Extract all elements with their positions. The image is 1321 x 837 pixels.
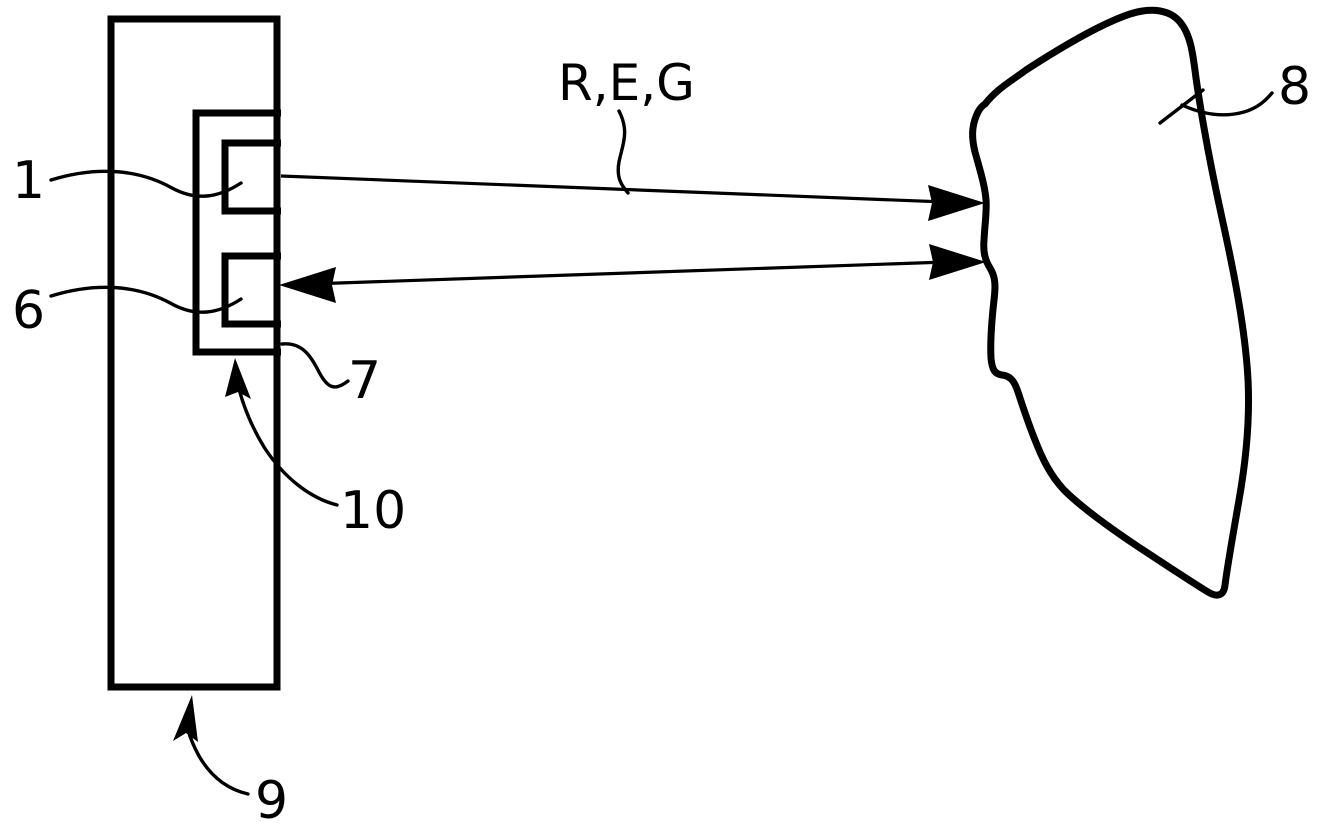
reference-label-9: 9	[255, 771, 288, 831]
reference-label-10: 10	[340, 481, 406, 541]
label-10-leader-line	[237, 387, 339, 507]
label-7-leader-line	[280, 342, 350, 389]
emitted-beam-arrowhead-right	[928, 185, 985, 221]
label-8-leader-line	[1180, 91, 1274, 117]
label-6-leader-line	[49, 285, 243, 314]
module-housing-bracket	[192, 109, 281, 356]
reflected-beam-arrowhead-right	[929, 244, 986, 280]
receiver-element-box	[221, 252, 281, 328]
target-object-outline	[969, 6, 1253, 599]
label-1-leader-line	[49, 169, 243, 198]
reference-label-6: 6	[12, 281, 45, 341]
label-9-leader-line	[186, 728, 250, 796]
reference-label-7: 7	[348, 351, 381, 411]
reference-label-1: 1	[12, 151, 45, 211]
reference-label-8: 8	[1278, 57, 1311, 117]
label-10-arrowhead	[225, 358, 251, 399]
reflected-beam-arrowhead-left	[279, 267, 336, 303]
reg-leader-line	[616, 109, 630, 195]
reflected-beam-line	[309, 260, 947, 286]
label-9-arrowhead	[173, 695, 198, 742]
emitter-element-box	[221, 139, 281, 215]
signal-designation-label: R,E,G	[558, 54, 695, 112]
emitted-beam-line	[280, 174, 946, 204]
